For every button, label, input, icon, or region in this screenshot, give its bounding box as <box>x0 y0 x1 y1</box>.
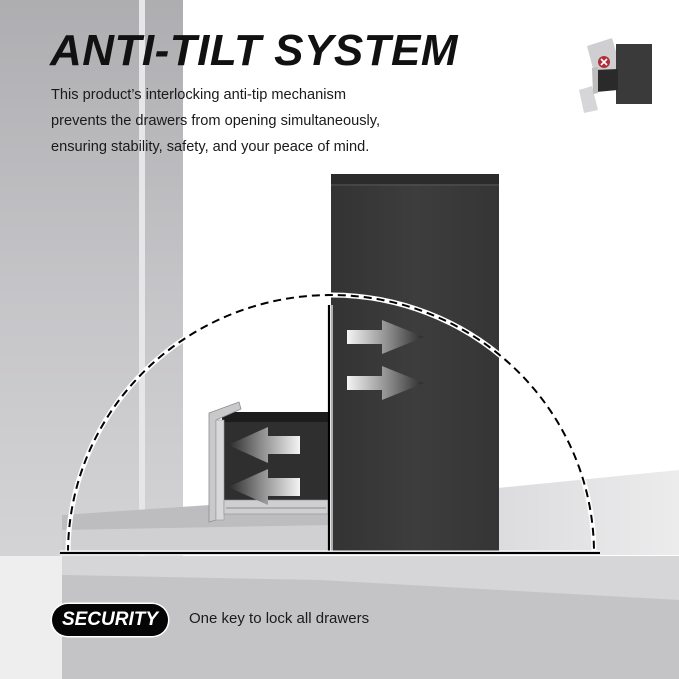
open-drawer <box>208 401 329 523</box>
security-badge: SECURITY <box>52 604 168 636</box>
feature-text: One key to lock all drawers <box>189 610 370 627</box>
background-wall <box>0 0 183 560</box>
page-title: ANTI-TILT SYSTEM <box>50 26 459 75</box>
tipping-warning-icon <box>579 38 652 113</box>
description-line: ensuring stability, safety, and your pea… <box>51 139 370 155</box>
description-line: This product’s interlocking anti-tip mec… <box>51 87 346 103</box>
wall-stripe <box>139 0 145 560</box>
description: This product’s interlocking anti-tip mec… <box>51 82 431 160</box>
file-cabinet <box>331 174 499 552</box>
description-line: prevents the drawers from opening simult… <box>51 113 381 129</box>
